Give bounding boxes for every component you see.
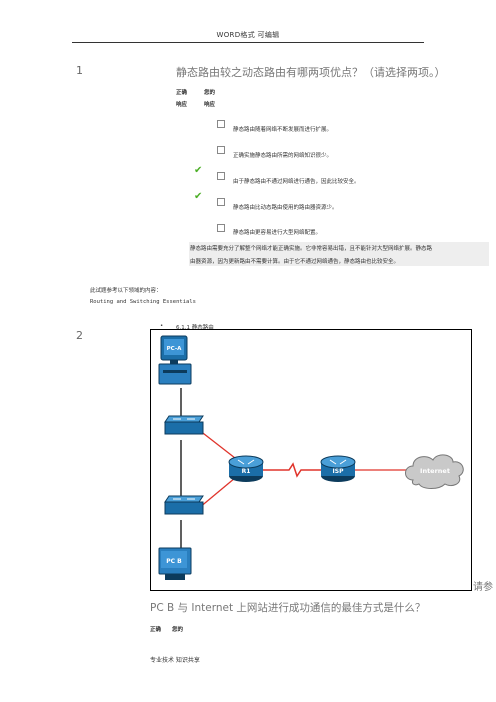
explanation-box: [189, 242, 489, 266]
pc-b-icon: PC B: [158, 547, 192, 580]
option-1-label: 静态路由随着网络不断发展而进行扩展。: [233, 127, 333, 133]
reference-intro: 此试题参考以下领域的内容：: [90, 288, 162, 294]
reference-course: Routing and Switching Essentials: [90, 299, 196, 305]
option-4-checkbox[interactable]: [217, 198, 225, 206]
option-3-checkbox[interactable]: [217, 172, 225, 180]
header-divider: [72, 42, 424, 43]
pc-a-label: PC-A: [167, 346, 182, 352]
internet-cloud-icon: Internet: [405, 454, 464, 489]
yours-col-line2: 响应: [204, 102, 216, 108]
internet-label: Internet: [420, 467, 450, 475]
switch-2-icon: [164, 495, 204, 515]
reference-item: 6.1.1 静态路由: [176, 325, 214, 331]
q2-yours-col: 您的: [172, 627, 184, 633]
pc-b-label: PC B: [166, 558, 182, 565]
correct-col-line2: 响应: [176, 102, 188, 108]
option-5-label: 静态路由更容易进行大型网络配置。: [233, 230, 322, 236]
option-2-checkbox[interactable]: [217, 146, 225, 154]
question-2-text: PC B 与 Internet 上网站进行成功通信的最佳方式是什么？: [150, 602, 426, 614]
question-1-number: 1: [76, 64, 83, 77]
option-5-checkbox[interactable]: [217, 224, 225, 232]
switch-1-icon: [164, 415, 204, 435]
router-isp-icon: ISP: [320, 455, 356, 482]
network-topology-diagram: PC-A PC B R1: [150, 329, 472, 591]
option-4-label: 静态路由比动态路由使用的路由器资源少。: [233, 205, 338, 211]
router-isp-label: ISP: [333, 468, 345, 475]
correct-check-icon: ✔: [194, 191, 203, 202]
explanation-line-2: 由器资源，因为更新路由不需要计算。由于它不通过网络通告，静态路由也比较安全。: [190, 259, 400, 265]
yours-col-line1: 您的: [204, 90, 216, 96]
option-3-label: 由于静态路由不通过网络进行通告，因此比较安全。: [233, 179, 360, 185]
pc-a-icon: PC-A: [158, 335, 192, 385]
router-r1-icon: R1: [228, 455, 264, 482]
question-2-number: 2: [76, 329, 83, 342]
reference-bullet: •: [160, 323, 164, 329]
option-1-checkbox[interactable]: [217, 120, 225, 128]
page-header: WORD格式 可编辑: [216, 31, 280, 39]
question-2-side-text: 请参: [473, 582, 493, 593]
page-footer: 专业技术 知识共享: [150, 657, 200, 664]
q2-correct-col: 正确: [150, 627, 162, 633]
correct-check-icon: ✔: [194, 165, 203, 176]
option-2-label: 正确实施静态路由所需的网络知识很少。: [233, 153, 333, 159]
explanation-line-1: 静态路由需要充分了解整个网络才能正确实施。它非常容易出错，且不能针对大型网络扩展…: [190, 246, 433, 252]
question-1-text: 静态路由较之动态路由有哪两项优点？（请选择两项。）: [176, 66, 446, 79]
router-r1-label: R1: [242, 468, 251, 475]
correct-col-line1: 正确: [176, 90, 188, 96]
